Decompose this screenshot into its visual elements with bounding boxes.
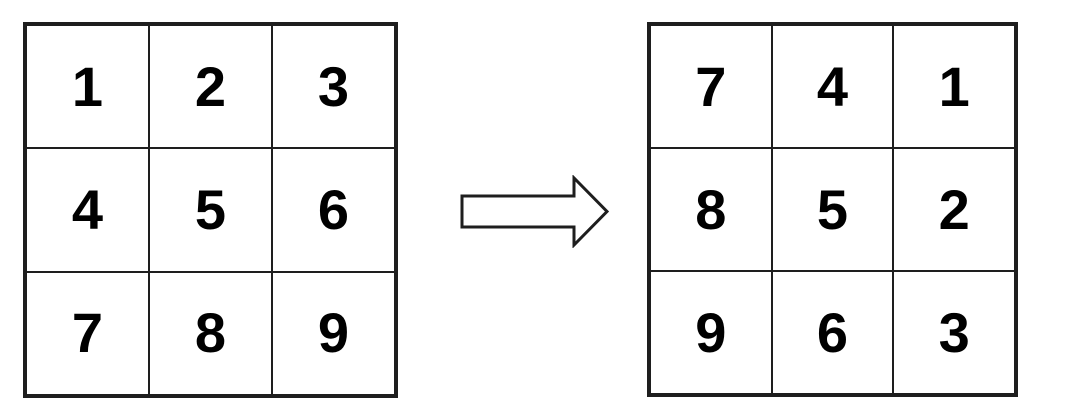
grid-cell: 9 bbox=[272, 271, 395, 395]
grid-cell: 7 bbox=[650, 25, 772, 148]
grid-cell: 1 bbox=[26, 25, 149, 149]
grid-cell: 5 bbox=[771, 148, 894, 271]
grid-cell: 1 bbox=[893, 25, 1015, 148]
right-arrow-icon bbox=[460, 175, 610, 248]
grid-cell: 8 bbox=[650, 148, 772, 271]
grid-cell: 6 bbox=[272, 148, 395, 272]
source-grid: 1 2 3 4 5 6 7 8 9 bbox=[23, 22, 398, 398]
grid-cell: 2 bbox=[149, 25, 272, 149]
target-grid: 7 4 1 8 5 2 9 6 3 bbox=[647, 22, 1018, 397]
grid-cell: 7 bbox=[26, 271, 149, 395]
grid-cell: 4 bbox=[771, 25, 894, 148]
grid-cell: 5 bbox=[149, 148, 272, 272]
grid-cell: 8 bbox=[149, 271, 272, 395]
grid-cell: 3 bbox=[272, 25, 395, 149]
grid-cell: 9 bbox=[650, 271, 772, 394]
grid-cell: 6 bbox=[771, 271, 894, 394]
grid-cell: 4 bbox=[26, 148, 149, 272]
grid-cell: 2 bbox=[893, 148, 1015, 271]
grid-cell: 3 bbox=[893, 271, 1015, 394]
